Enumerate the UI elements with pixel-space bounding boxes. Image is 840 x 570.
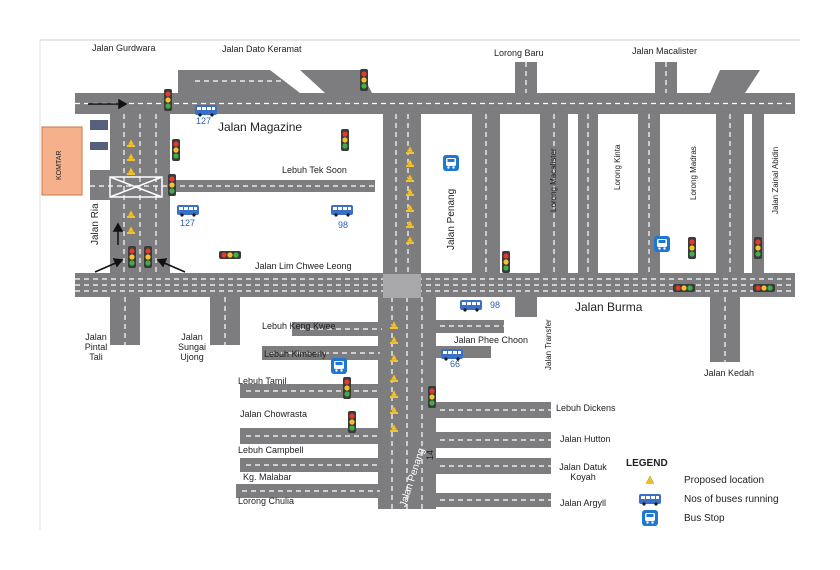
label-macalister-top: Jalan Macalister <box>632 46 698 56</box>
label-sungai-ujong: Jalan Sungai Ujong <box>176 332 208 363</box>
label-tek-soon: Lebuh Tek Soon <box>282 165 347 175</box>
legend-stop: Bus Stop <box>684 513 725 524</box>
label-pintal-tali-3: Tali <box>89 351 103 362</box>
legend-title: LEGEND <box>626 458 668 469</box>
label-pintal-tali: Jalan Pintal Tali <box>82 332 110 363</box>
legend-proposed: Proposed location <box>684 475 764 486</box>
label-pintal-tali-2: Pintal <box>84 341 108 352</box>
label-pintal-tali-1: Jalan <box>85 332 107 342</box>
label-ria: Jalan Ria <box>90 203 101 245</box>
label-datuk-koyah: Jalan Datuk Koyah <box>555 462 611 483</box>
label-hutton: Jalan Hutton <box>560 434 611 444</box>
label-penang-upper: Jalan Penang <box>446 188 457 250</box>
label-dato-keramat: Jalan Dato Keramat <box>222 44 302 54</box>
label-burma: Jalan Burma <box>575 300 643 314</box>
bus-number-127-ria: 127 <box>180 218 196 228</box>
road-penang-upper <box>383 114 421 274</box>
legend-stop-label: Bus Stop <box>684 513 725 524</box>
label-tamil: Lebuh Tamil <box>238 376 287 386</box>
label-transfer: Jalan Transfer <box>544 319 553 370</box>
label-sungai-ujong-1: Jalan <box>181 332 203 342</box>
label-kimberly: Lebuh Kimberly <box>264 349 327 359</box>
legend-proposed-label: Proposed location <box>684 475 765 486</box>
label-lorong-kinta: Lorong Kinta <box>613 144 622 190</box>
label-dickens: Lebuh Dickens <box>556 403 616 413</box>
bus-number-98-burma: 98 <box>490 300 501 310</box>
label-sungai-ujong-2: Sungai <box>177 341 207 352</box>
label-chulia: Lorong Chulia <box>238 496 295 506</box>
label-keng-kwee: Lebuh Keng Kwee <box>262 321 336 331</box>
label-sungai-ujong-3: Ujong <box>180 351 204 362</box>
label-datuk-koyah-2: Koyah <box>570 471 596 482</box>
label-kedah: Jalan Kedah <box>704 368 755 378</box>
label-malabar: Kg. Malabar <box>243 472 292 482</box>
bus-number-66: 66 <box>450 359 461 369</box>
label-lorong-madras: Lorong Madras <box>689 146 698 200</box>
legend-buses-label: Nos of buses running <box>684 494 779 505</box>
bus-number-127-top: 127 <box>196 116 212 126</box>
legend-buses: Nos of buses running <box>684 494 779 505</box>
road-penang-lower <box>378 297 436 509</box>
label-campbell: Lebuh Campbell <box>238 445 304 455</box>
komtar-building <box>41 126 83 196</box>
label-lim-chwee-leong: Jalan Lim Chwee Leong <box>255 261 352 271</box>
label-komtar: KOMTAR <box>56 150 63 180</box>
label-chowrasta: Jalan Chowrasta <box>240 409 308 419</box>
bus-number-14: 14 <box>425 449 435 460</box>
label-datuk-koyah-1: Jalan Datuk <box>559 462 607 472</box>
label-lorong-baru: Lorong Baru <box>494 48 544 58</box>
label-gurdwara: Jalan Gurdwara <box>92 43 156 53</box>
label-lorong-macalister: Lorong Macalister <box>549 148 558 212</box>
label-zainal-abidin: Jalan Zainal Abidin <box>771 146 780 214</box>
label-phee-choon: Jalan Phee Choon <box>454 335 529 345</box>
label-argyll: Jalan Argyll <box>560 498 607 508</box>
bus-number-98-tek-soon: 98 <box>338 220 349 230</box>
label-magazine: Jalan Magazine <box>218 120 303 134</box>
